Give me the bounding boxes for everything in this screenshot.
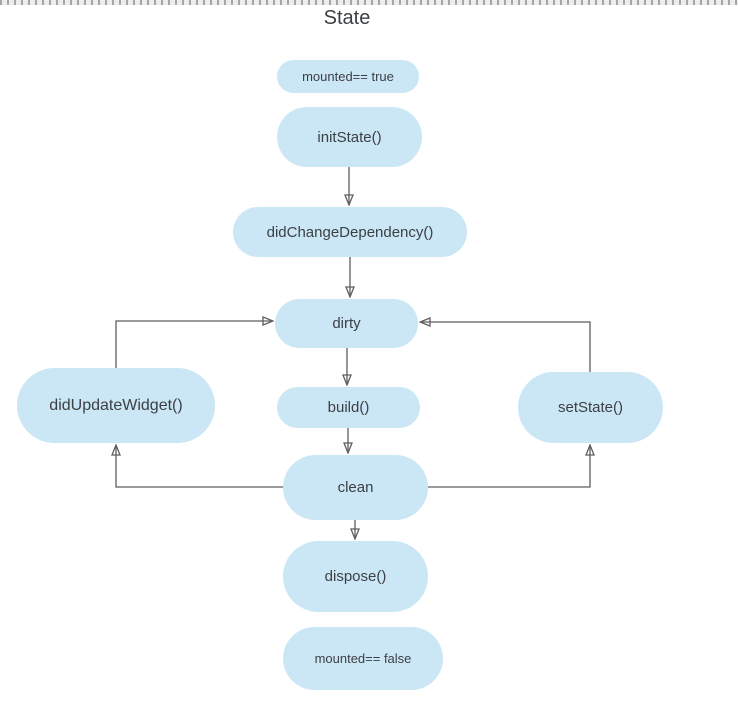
diagram-title: State bbox=[323, 7, 371, 29]
node-dispose[interactable]: dispose() bbox=[283, 541, 428, 612]
edge-setstate-to-dirty bbox=[421, 322, 591, 372]
edge-didupdatewidget-to-dirty bbox=[115, 321, 272, 368]
node-didupdatewidget[interactable]: didUpdateWidget() bbox=[17, 368, 215, 443]
edge-clean-to-setstate bbox=[428, 446, 590, 488]
edge-clean-to-didupdatewidget bbox=[116, 446, 283, 488]
node-clean[interactable]: clean bbox=[283, 455, 428, 520]
node-mounted-false[interactable]: mounted== false bbox=[283, 627, 443, 690]
canvas-top-perforated-edge bbox=[0, 0, 738, 5]
node-dirty[interactable]: dirty bbox=[275, 299, 418, 348]
node-initstate[interactable]: initState() bbox=[277, 107, 422, 167]
node-didchangedependency[interactable]: didChangeDependency() bbox=[233, 207, 467, 257]
node-setstate[interactable]: setState() bbox=[518, 372, 663, 443]
node-mounted-true[interactable]: mounted== true bbox=[277, 60, 419, 93]
node-build[interactable]: build() bbox=[277, 387, 420, 428]
